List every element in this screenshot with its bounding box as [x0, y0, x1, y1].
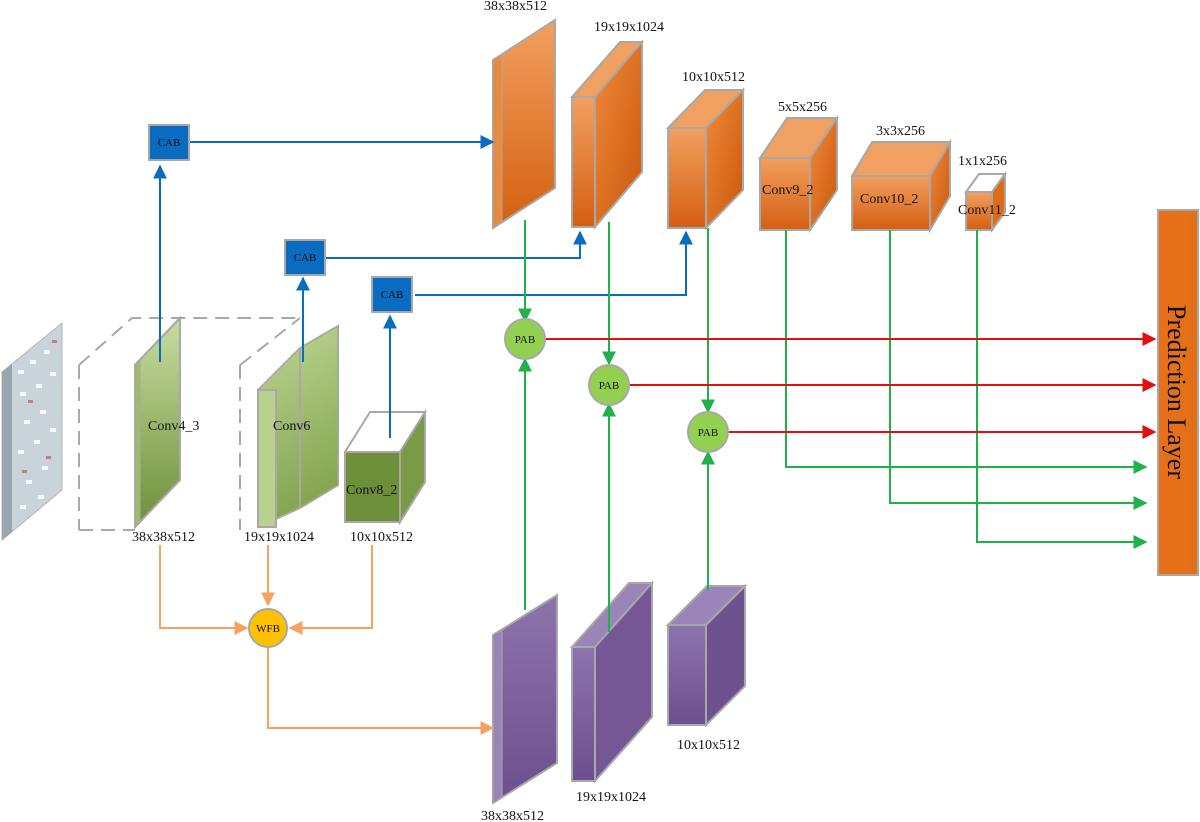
conv8-2-name: Conv8_2 [346, 483, 397, 498]
top-map-4-name: Conv9_2 [762, 183, 813, 198]
top-map-6-name: Conv11_2 [958, 203, 1016, 218]
top-map-3: 10x10x512 [665, 70, 746, 231]
cab-box-2: CAB [284, 239, 326, 276]
pab-node-3: PAB [687, 411, 729, 453]
conv4-3-block: Conv4_3 38x38x512 [132, 315, 199, 545]
red-connections [545, 332, 1157, 439]
bottom-map-2: 19x19x1024 [569, 580, 655, 805]
top-map-6: Conv11_2 1x1x256 [958, 154, 1016, 234]
green-connections [518, 220, 1148, 632]
bottom-map-1: 38x38x512 [481, 593, 558, 822]
dashed-feature-outline [78, 317, 301, 531]
top-map-5: Conv10_2 3x3x256 [850, 124, 952, 234]
conv8-2-size: 10x10x512 [350, 530, 413, 545]
conv8-2-block: Conv8_2 10x10x512 [343, 408, 427, 545]
wfb-label: WFB [256, 623, 280, 635]
conv4-3-name: Conv4_3 [148, 419, 199, 434]
conv6-size: 19x19x1024 [244, 530, 314, 545]
top-map-1: 38x38x512 [484, 0, 556, 230]
cab-label-3: CAB [381, 289, 404, 301]
conv6-name: Conv6 [273, 419, 310, 434]
top-map-1-size: 38x38x512 [484, 0, 547, 14]
top-map-5-size: 3x3x256 [876, 124, 925, 139]
cab-box-1: CAB [148, 124, 190, 161]
pab-node-2: PAB [588, 364, 630, 406]
pab-label-2: PAB [599, 380, 619, 392]
pab-label-3: PAB [698, 427, 718, 439]
cab-label-1: CAB [158, 137, 181, 149]
wfb-connections [159, 545, 495, 735]
bottom-map-3-size: 10x10x512 [677, 738, 740, 753]
prediction-layer-label: Prediction Layer [1162, 305, 1191, 479]
cab-box-3: CAB [371, 276, 413, 313]
cab-connections [153, 135, 693, 438]
conv4-3-size: 38x38x512 [132, 530, 195, 545]
prediction-layer: Prediction Layer [1157, 209, 1199, 576]
top-map-4-size: 5x5x256 [778, 100, 827, 115]
pab-node-1: PAB [504, 318, 546, 360]
wfb-node: WFB [248, 608, 288, 648]
bottom-map-3: 10x10x512 [665, 583, 748, 753]
top-map-6-size: 1x1x256 [958, 154, 1007, 169]
conv6-block: Conv6 19x19x1024 [244, 324, 339, 545]
pab-label-1: PAB [515, 334, 535, 346]
top-map-3-size: 10x10x512 [682, 70, 745, 85]
bottom-map-2-size: 19x19x1024 [576, 790, 646, 805]
top-map-5-name: Conv10_2 [860, 192, 918, 207]
top-map-4: Conv9_2 5x5x256 [758, 100, 839, 234]
input-image [1, 321, 63, 542]
bottom-map-1-size: 38x38x512 [481, 809, 544, 822]
top-map-2-size: 19x19x1024 [594, 20, 664, 35]
cab-label-2: CAB [294, 252, 317, 264]
top-map-2: 19x19x1024 [569, 20, 664, 230]
